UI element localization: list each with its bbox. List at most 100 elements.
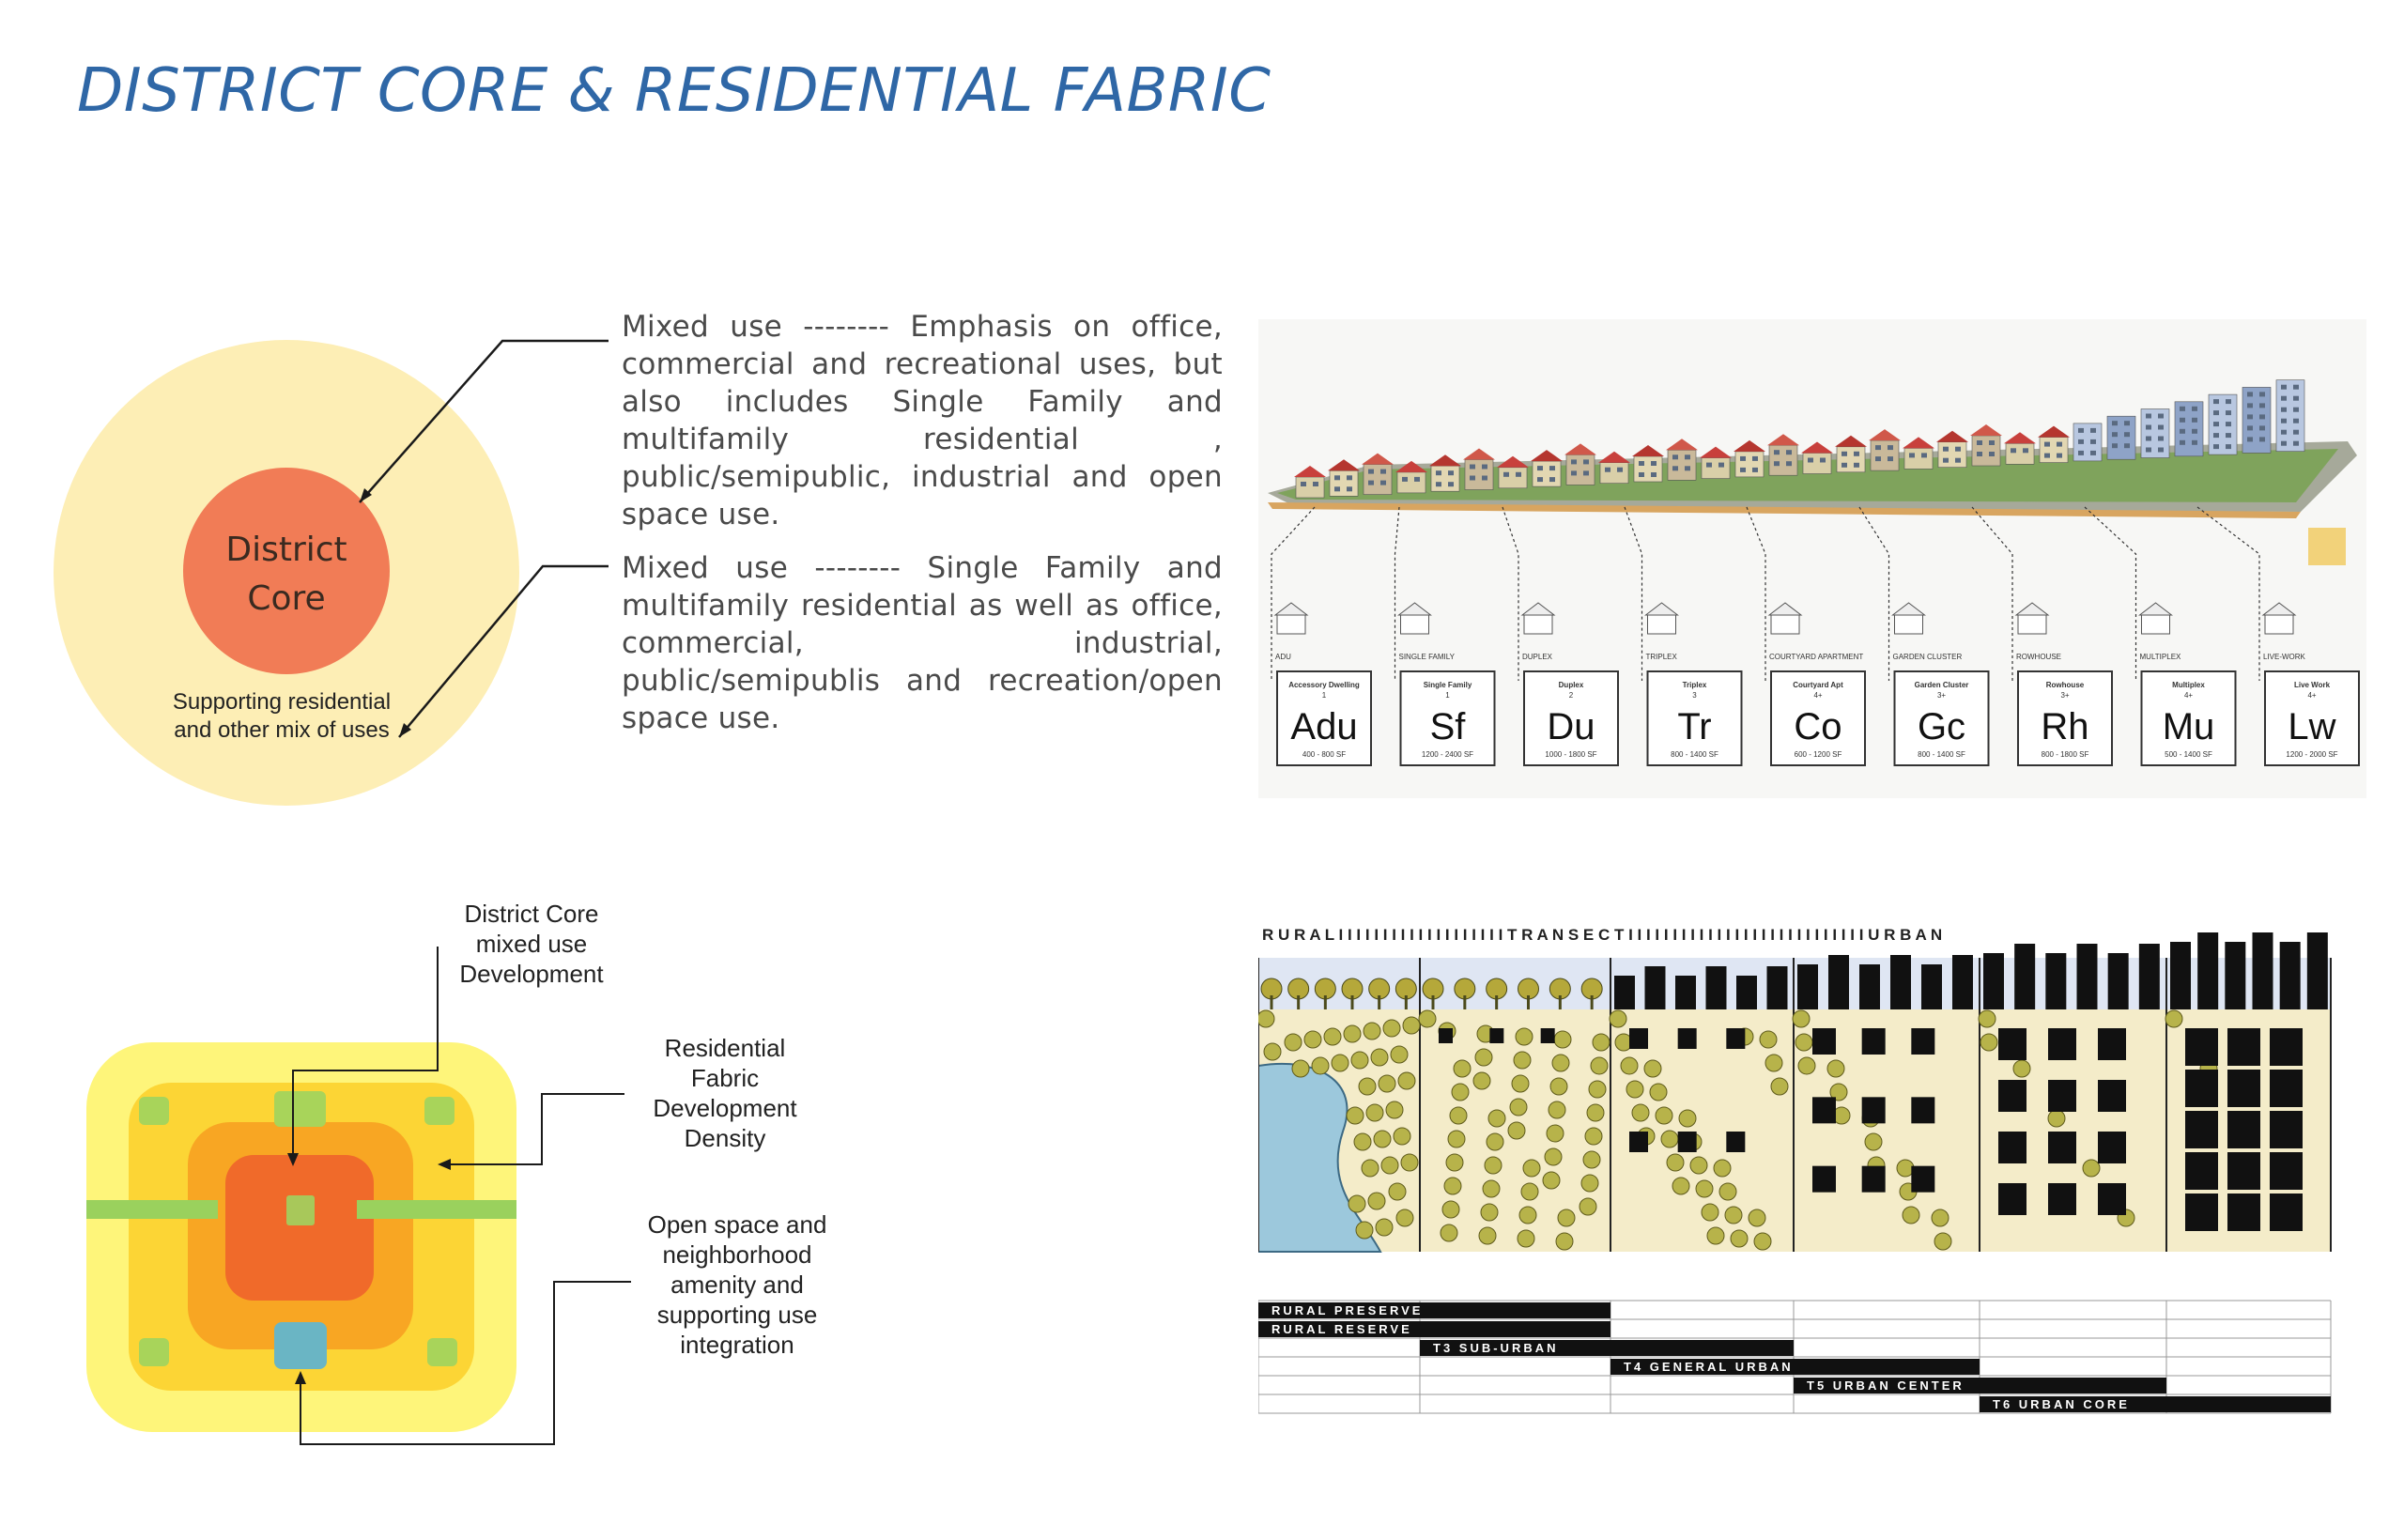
housing-type-size: 500 - 1400 SF <box>2165 750 2212 759</box>
fabric-leader <box>446 1093 624 1165</box>
label-open-5: integration <box>680 1331 794 1359</box>
housing-type-icon <box>1520 602 1556 635</box>
housing-type-name: Garden Cluster <box>1915 681 1969 689</box>
housing-type-symbol: Lw <box>2288 706 2335 747</box>
core-label-line1: District <box>225 531 347 569</box>
blue-amenity <box>274 1322 327 1369</box>
core-description: Mixed use -------- Emphasis on office, c… <box>622 310 1223 531</box>
transect-zone-bar <box>1980 1396 2331 1412</box>
housing-type-caption: SINGLE FAMILY <box>1399 653 1456 661</box>
housing-type-size: 600 - 1200 SF <box>1795 750 1842 759</box>
core-leader-line <box>359 339 609 503</box>
open-leader <box>300 1281 631 1445</box>
housing-type-size: 1200 - 2400 SF <box>1422 750 1473 759</box>
housing-type-caption: COURTYARD APARTMENT <box>1769 653 1863 661</box>
housing-type-size: 800 - 1800 SF <box>2042 750 2089 759</box>
housing-type-units: 4+ <box>1813 691 1822 700</box>
page-title: DISTRICT CORE & RESIDENTIAL FABRIC <box>77 56 1271 126</box>
housing-type-size: 400 - 800 SF <box>1302 750 1346 759</box>
housing-type-units: 3 <box>1692 691 1697 700</box>
housing-type-units: 3+ <box>1937 691 1946 700</box>
housing-type-symbol: Gc <box>1918 706 1965 747</box>
housing-type-size: 1200 - 2000 SF <box>2286 750 2337 759</box>
housing-leader-lines <box>1271 506 2260 681</box>
housing-type-size: 800 - 1400 SF <box>1918 750 1965 759</box>
fabric-leader-arrow <box>438 1159 451 1170</box>
housing-type-symbol: Co <box>1794 706 1842 747</box>
core-circle-diagram <box>54 339 609 806</box>
housing-type-symbol: Sf <box>1430 706 1467 747</box>
housing-type-units: 2 <box>1569 691 1574 700</box>
green-band-right <box>357 1200 516 1219</box>
green-corner-br <box>427 1338 457 1366</box>
housing-type-caption: ADU <box>1275 653 1291 661</box>
housing-type-icon <box>2138 602 2173 635</box>
transect-zone-bar <box>1258 1302 1610 1318</box>
outer-label-line2: and other mix of uses <box>174 717 390 743</box>
housing-type-symbol: Adu <box>1290 706 1357 747</box>
transect-zone-label: RURAL RESERVE <box>1271 1322 1412 1336</box>
fabric-description: Mixed use -------- Single Family and mul… <box>622 551 1223 735</box>
housing-type-units: 4+ <box>2307 691 2316 700</box>
green-top <box>274 1091 326 1127</box>
label-open-3: amenity and <box>670 1270 804 1299</box>
label-open-4: supporting use <box>656 1301 818 1329</box>
housing-type-units: 1 <box>1322 691 1327 700</box>
label-fabric-4: Density <box>684 1124 766 1152</box>
label-open-1: Open space and <box>647 1210 827 1239</box>
green-center <box>286 1195 315 1225</box>
core-arrowhead <box>360 488 372 502</box>
housing-type-name: Rowhouse <box>2046 681 2085 689</box>
housing-type-icon <box>1891 602 1926 635</box>
outer-leader-line <box>398 564 609 738</box>
label-open-2: neighborhood <box>662 1240 812 1269</box>
housing-type-card <box>1893 670 1990 766</box>
housing-type-name: Triplex <box>1683 681 1707 689</box>
transect-zone-bar <box>1610 1359 1980 1375</box>
transect-zone-bar <box>1420 1340 1794 1356</box>
label-core-3: Development <box>459 960 604 988</box>
core-square <box>225 1155 374 1301</box>
housing-type-units: 4+ <box>2184 691 2193 700</box>
transect-illustration: R U R A L I I I I I I I I I I I I I I I … <box>1258 916 2348 1423</box>
green-band-left <box>86 1200 218 1219</box>
housing-type-card <box>1276 670 1372 766</box>
open-leader-arrow <box>295 1371 306 1384</box>
transect-zone-label: T4 GENERAL URBAN <box>1624 1360 1794 1374</box>
housing-type-name: Accessory Dwelling <box>1288 681 1360 689</box>
green-corner-tl <box>139 1097 169 1125</box>
core-leader-arrow <box>287 1153 299 1166</box>
transect-zone-label: RURAL PRESERVE <box>1271 1303 1423 1317</box>
transect-zone-label: T5 URBAN CENTER <box>1807 1378 1965 1393</box>
transect-header: R U R A L I I I I I I I I I I I I I I I … <box>1262 926 1942 944</box>
green-corner-bl <box>139 1338 169 1366</box>
housing-type-icon <box>1644 602 1679 635</box>
housing-type-card <box>1399 670 1496 766</box>
label-core-1: District Core <box>464 900 599 928</box>
housing-type-card <box>1770 670 1866 766</box>
outer-arrowhead <box>399 723 411 737</box>
transect-zone-label: T6 URBAN CORE <box>1993 1397 2130 1411</box>
housing-type-name: Multiplex <box>2172 681 2205 689</box>
label-fabric-3: Development <box>653 1094 797 1122</box>
housing-type-size: 800 - 1400 SF <box>1671 750 1718 759</box>
housing-type-icon <box>1397 602 1432 635</box>
housing-type-icon <box>2014 602 2050 635</box>
housing-type-caption: ROWHOUSE <box>2016 653 2061 661</box>
housing-type-card <box>1523 670 1619 766</box>
housing-type-name: Courtyard Apt <box>1793 681 1843 689</box>
housing-type-card <box>2140 670 2237 766</box>
logo-mark <box>2308 528 2346 565</box>
housing-type-icon <box>2261 602 2297 635</box>
housing-type-symbol: Du <box>1547 706 1595 747</box>
housing-type-card <box>2264 670 2360 766</box>
housing-type-symbol: Rh <box>2041 706 2088 747</box>
housing-type-caption: MULTIPLEX <box>2140 653 2182 661</box>
outer-label-line1: Supporting residential <box>172 689 392 715</box>
housing-type-name: Live Work <box>2294 681 2331 689</box>
housing-type-caption: TRIPLEX <box>1646 653 1678 661</box>
transect-zone-bar <box>1794 1378 2166 1394</box>
core-label-line2: Core <box>247 579 326 618</box>
